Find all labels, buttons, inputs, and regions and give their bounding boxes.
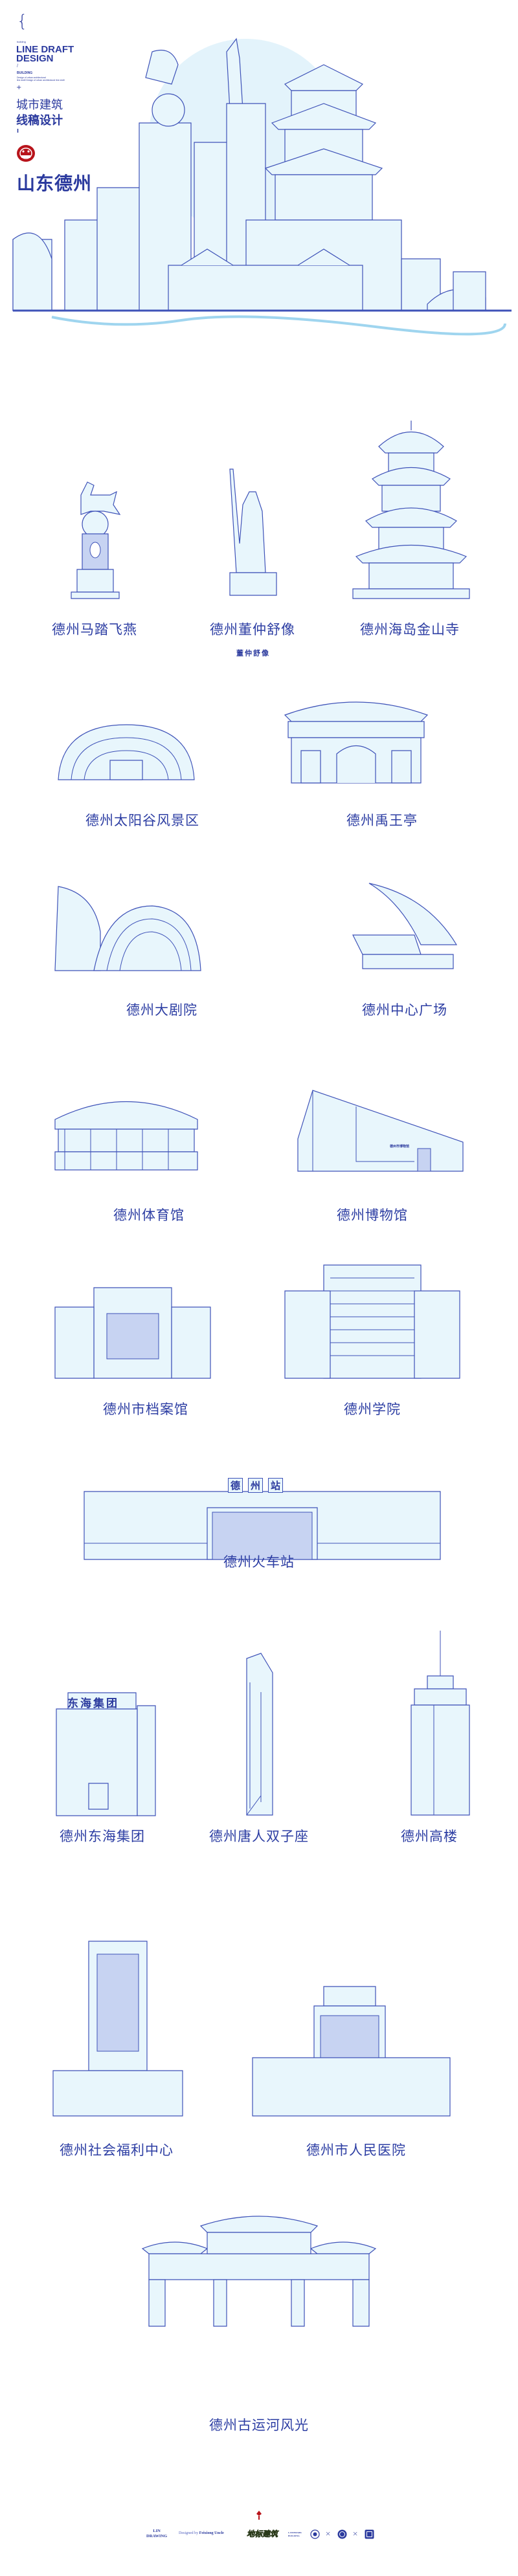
horse-statue-illustration	[68, 469, 123, 599]
dong-zhongshu-statue-illustration	[223, 466, 282, 595]
building-label: 德州禹王亭	[346, 813, 418, 828]
peoples-hospital-illustration	[253, 1987, 450, 2116]
partner-logo-2-icon	[337, 2529, 347, 2539]
statue-plaque-text: 董仲舒像	[236, 649, 270, 657]
building-label: 德州学院	[344, 1402, 401, 1417]
slash: /	[17, 63, 19, 68]
building-label: 德州古运河风光	[209, 2417, 309, 2433]
title-line1: LINE DRAFT	[16, 44, 74, 55]
station-sign: 德 州 站	[228, 1478, 284, 1493]
knot-ornament-icon	[256, 2511, 262, 2520]
building-label: 德州火车站	[223, 1554, 295, 1570]
building-label: 德州高楼	[401, 1829, 458, 1844]
subtitle: BUILDING	[17, 71, 33, 75]
landmark-line1: LANDMARK	[288, 2531, 302, 2534]
partner-logo-3-icon	[365, 2529, 374, 2539]
partner-logo-1-icon	[310, 2529, 320, 2539]
gymnasium-illustration	[52, 1090, 201, 1171]
city-title: 山东德州	[17, 173, 93, 194]
donghai-sign-text: 东海集团	[67, 1697, 119, 1710]
building-label: 德州中心广场	[362, 1002, 447, 1018]
times-sign: ×	[352, 2529, 359, 2538]
lion-seal-icon	[17, 145, 35, 162]
brand-line2: DRAWING	[146, 2534, 168, 2538]
jinshan-temple-illustration	[353, 421, 469, 599]
donghai-group-illustration	[56, 1693, 157, 1816]
cn-line2: 线稿设计	[16, 114, 63, 127]
central-square-illustration	[350, 883, 460, 971]
designed-prefix: Designed by	[179, 2531, 199, 2535]
building-label: 德州唐人双子座	[209, 1829, 309, 1844]
landmark-logo: 地标建筑	[247, 2529, 278, 2539]
archives-illustration	[55, 1288, 210, 1378]
tangren-twin-tower-illustration	[247, 1653, 273, 1815]
railway-station-illustration	[84, 1488, 440, 1563]
building-label: 德州社会福利中心	[60, 2142, 174, 2158]
hero-gate	[168, 265, 363, 311]
hero-dong-statue	[227, 39, 243, 110]
title-line2: DESIGN	[16, 53, 54, 64]
times-sign: ×	[325, 2529, 332, 2538]
station-sign-char: 州	[248, 1478, 264, 1493]
designer-name: Feixiong Uncle	[199, 2531, 224, 2535]
grand-theatre-illustration	[49, 880, 204, 974]
landmark-line2: BUILDING	[288, 2534, 300, 2537]
yu-wang-pavilion-illustration	[278, 689, 434, 783]
lin-drawing-logo: LIN DRAWING	[146, 2529, 167, 2539]
museum-sign-text: 德州市博物馆	[390, 1145, 410, 1149]
building-label: 德州董仲舒像	[210, 622, 295, 637]
station-sign-char: 站	[268, 1478, 284, 1493]
museum-illustration	[291, 1090, 463, 1171]
plus: +	[16, 84, 22, 91]
cn-line1: 城市建筑	[16, 98, 63, 112]
building-label: 德州市人民医院	[306, 2142, 406, 2158]
designed-by: Designed by Feixiong Uncle	[179, 2531, 224, 2535]
landmark-building-text: LANDMARK BUILDING	[288, 2531, 302, 2537]
sun-valley-illustration	[55, 721, 197, 783]
building-label: 德州体育馆	[113, 1207, 185, 1223]
building-label: 德州大剧院	[126, 1002, 197, 1018]
building-label: 德州博物馆	[337, 1207, 408, 1223]
station-sign-char: 德	[228, 1478, 243, 1493]
dezhou-university-illustration	[285, 1265, 460, 1378]
building-label: 德州市档案馆	[103, 1402, 188, 1417]
building-label: 德州东海集团	[60, 1829, 145, 1844]
building-label: 德州太阳谷风景区	[85, 813, 199, 828]
desc-line2: line draft Design of urban architectural…	[17, 79, 65, 82]
tag-text: building	[17, 40, 26, 43]
desc-line1: Design of urban architectural	[17, 76, 46, 79]
hero-flying-horse	[146, 50, 178, 85]
social-welfare-center-illustration	[53, 1941, 183, 2116]
building-label: 德州海岛金山寺	[360, 622, 460, 637]
building-label: 德州马踏飞燕	[52, 622, 137, 637]
brand-line1: LIN	[153, 2529, 161, 2533]
hero-skyline-illustration	[13, 26, 512, 349]
divider-bar: I	[17, 128, 19, 134]
brace: {	[17, 12, 28, 31]
hero-pagoda-roof	[285, 65, 363, 91]
ancient-canal-gate-illustration	[136, 2210, 382, 2326]
dezhou-high-rise-illustration	[411, 1631, 473, 1815]
